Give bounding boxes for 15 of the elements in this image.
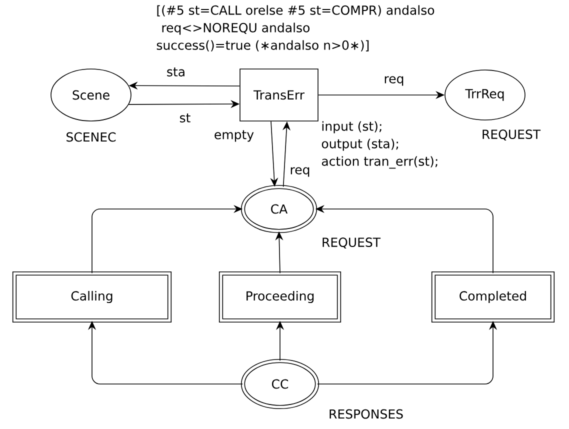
color-set-label: REQUEST (322, 238, 381, 248)
edge-label: sta (165, 66, 187, 78)
transition-box: Calling (12, 271, 172, 323)
edge-label: req (382, 75, 406, 87)
transition-box: Proceeding (218, 271, 342, 323)
color-set-label: SCENEC (66, 132, 116, 142)
transition-box: TransErr (240, 68, 318, 122)
code-text: input (st); output (sta); action tran_err(st); (322, 121, 438, 169)
edge-label: empty (212, 129, 256, 143)
guard-text: [(#5 st=CALL orelse #5 st=COMPR) andalso req<>NOREQU andalso success()=true (∗andalso n>0∗)] (156, 5, 434, 52)
color-set-label: REQUEST (482, 130, 541, 140)
color-set-label: RESPONSES (330, 409, 403, 419)
edge-label: st (178, 112, 192, 124)
edge-label: req (288, 166, 312, 178)
transition-box: Completed (431, 271, 555, 323)
